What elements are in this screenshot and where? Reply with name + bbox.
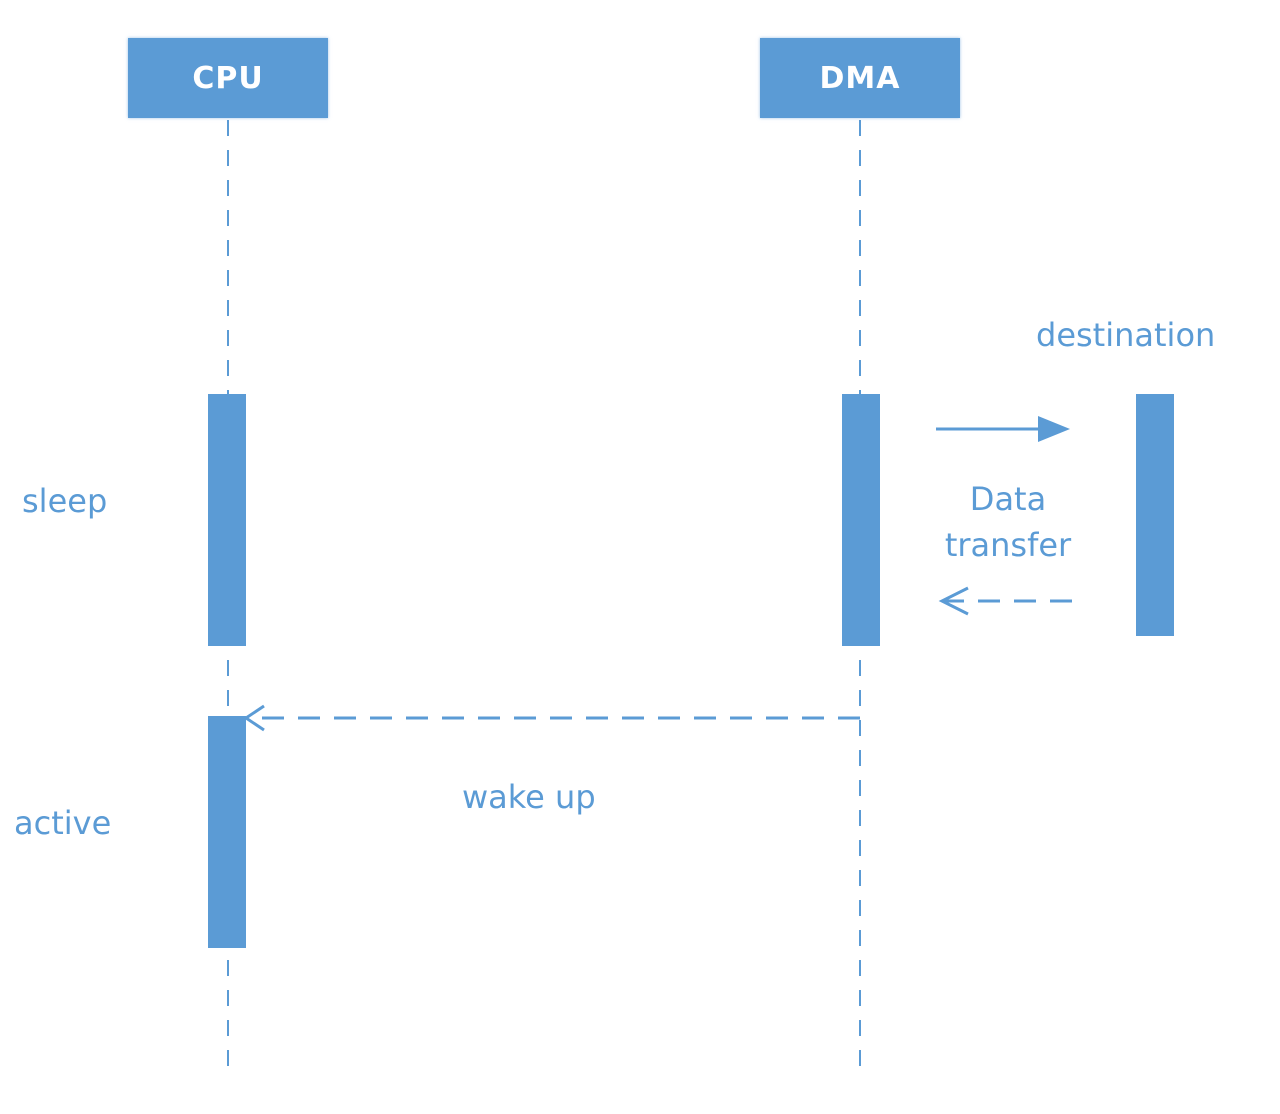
dma-participant: DMA <box>760 38 960 118</box>
data-transfer-label-line2: transfer <box>944 526 1072 564</box>
cpu-active-activation <box>208 716 246 948</box>
data-transfer-label: Data transfer <box>922 476 1094 568</box>
cpu-participant: CPU <box>128 38 328 118</box>
cpu-sleep-activation <box>208 394 246 646</box>
data-transfer-arrowhead <box>1038 416 1070 442</box>
dma-participant-label: DMA <box>819 60 901 96</box>
sleep-label: sleep <box>22 482 108 520</box>
destination-activation <box>1136 394 1174 636</box>
data-return-arrowhead <box>938 586 969 616</box>
cpu-participant-label: CPU <box>192 60 264 96</box>
wake-up-label: wake up <box>462 778 596 816</box>
dma-activation <box>842 394 880 646</box>
active-label: active <box>14 804 112 842</box>
destination-label: destination <box>1036 316 1216 354</box>
data-transfer-label-line1: Data <box>969 480 1047 518</box>
wake-up-arrowhead <box>243 704 265 732</box>
